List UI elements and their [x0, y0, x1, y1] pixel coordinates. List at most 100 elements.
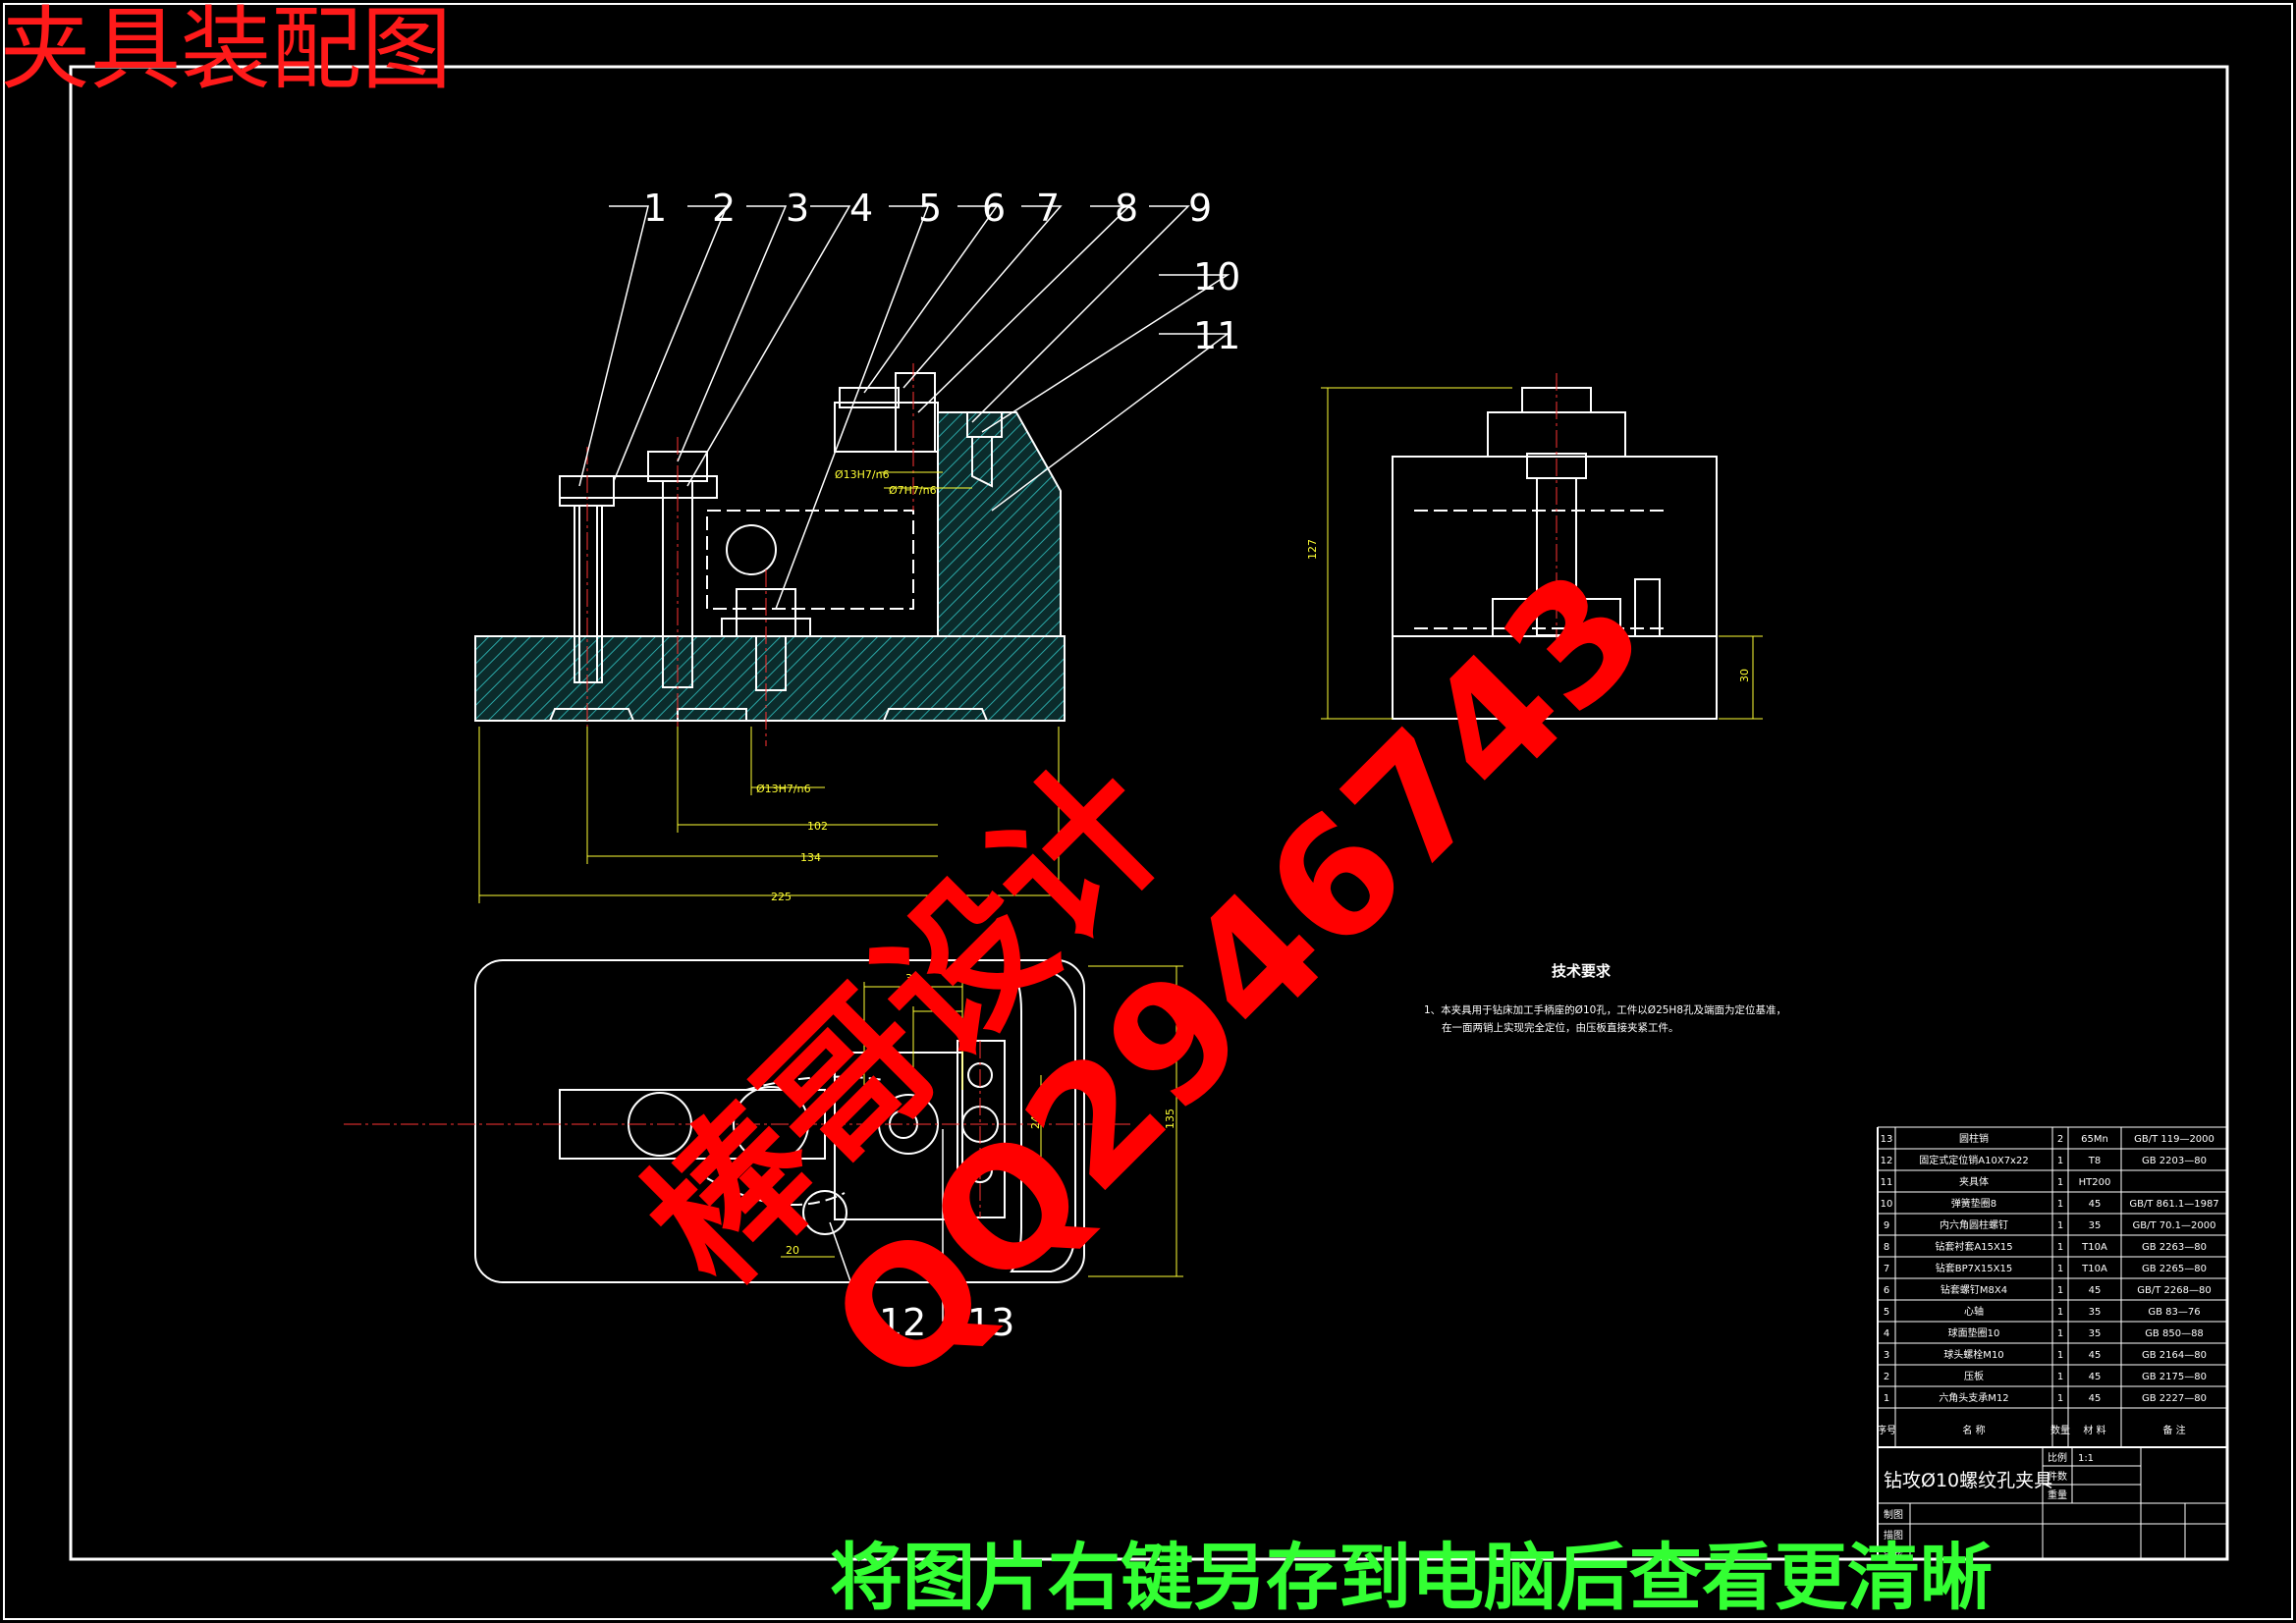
bom-row-material: T10A [2081, 1242, 2107, 1253]
dim-225: 225 [771, 891, 792, 903]
bom-header-name: 名 称 [1962, 1424, 1985, 1436]
dim-102: 102 [807, 820, 828, 833]
bom-row-qty: 1 [2057, 1264, 2063, 1274]
bom-row-note: GB 2263—80 [2142, 1242, 2207, 1253]
bom-header-qty: 数量 [2050, 1424, 2070, 1436]
dim-20: 20 [786, 1244, 799, 1257]
balloon-1: 1 [643, 187, 667, 230]
dim-135: 135 [1164, 1109, 1176, 1129]
bom-row-material: 65Mn [2081, 1134, 2108, 1145]
tech-req-title: 技术要求 [1552, 962, 1612, 980]
dim-fit-2: Ø7H7/n6 [889, 484, 937, 497]
bom-row-material: T8 [2088, 1156, 2101, 1166]
balloon-8: 8 [1115, 187, 1138, 230]
tech-req-line-2: 在一面两销上实现完全定位，由压板直接夹紧工件。 [1442, 1021, 1679, 1034]
bom-row-name: 弹簧垫圈8 [1951, 1197, 1996, 1210]
bom-header-no: 序号 [1877, 1424, 1896, 1436]
dim-134: 134 [800, 851, 821, 864]
dim-35: 35 [905, 972, 919, 985]
balloon-3: 3 [786, 187, 809, 230]
balloon-4: 4 [849, 187, 873, 230]
bom-row-qty: 1 [2057, 1328, 2063, 1339]
bom-row-no: 10 [1881, 1199, 1893, 1210]
front-view-dimension-text: Ø13H7/n6 Ø7H7/n6 Ø13H7/n6 102 134 225 [756, 468, 937, 903]
title-block-drawn-label: 制图 [1884, 1508, 1903, 1521]
bom-row-note: GB 2175—80 [2142, 1372, 2207, 1382]
dim-19: 19 [928, 998, 942, 1010]
bom-row-note: GB/T 70.1—2000 [2133, 1220, 2216, 1231]
bom-row-no: 6 [1884, 1285, 1889, 1296]
fixture-column-section [937, 411, 1062, 637]
dim-fit-1: Ø13H7/n6 [835, 468, 890, 481]
balloon-6: 6 [982, 187, 1006, 230]
part-balloons: 1 2 3 4 5 6 7 8 9 10 11 12 13 [643, 187, 1240, 1344]
title-block-scale-label: 比例 [2048, 1451, 2067, 1464]
bom-row-qty: 1 [2057, 1177, 2063, 1188]
bom-row-no: 9 [1884, 1220, 1889, 1231]
dim-24: 24 [1029, 1115, 1042, 1129]
bom-row-material: 35 [2089, 1328, 2102, 1339]
title-block-weight-label: 重量 [2048, 1488, 2067, 1501]
bom-row-qty: 1 [2057, 1285, 2063, 1296]
bom-row-note: GB 850—88 [2145, 1328, 2204, 1339]
title-block-name: 钻攻Ø10螺纹孔夹具 [1884, 1470, 2052, 1491]
dim-fit-3: Ø13H7/n6 [756, 783, 811, 795]
bom-row-name: 心轴 [1964, 1305, 1984, 1318]
bom-row-qty: 1 [2057, 1307, 2063, 1318]
bom-row-qty: 1 [2057, 1372, 2063, 1382]
bom-row-name: 固定式定位销A10X7x22 [1919, 1154, 2028, 1166]
title-block-scale-value: 1:1 [2078, 1453, 2094, 1464]
bom-row-no: 12 [1881, 1156, 1893, 1166]
bom-row-material: 45 [2089, 1372, 2102, 1382]
title-block-count-label: 件数 [2048, 1470, 2067, 1483]
bom-row-name: 钻套螺钉M8X4 [1941, 1283, 2007, 1296]
bom-row-no: 13 [1881, 1134, 1893, 1145]
bom-row-name: 圆柱销 [1959, 1132, 1989, 1145]
top-view [344, 959, 1134, 1283]
top-view-dimensions [781, 965, 1183, 1277]
drawing-title: 夹具装配图 [0, 0, 452, 102]
clamp-plate [559, 475, 718, 499]
bom-row-no: 7 [1884, 1264, 1889, 1274]
bom-row-note: GB 2203—80 [2142, 1156, 2207, 1166]
bom-header-material: 材 料 [2083, 1424, 2105, 1436]
bom-row-material: HT200 [2079, 1177, 2111, 1188]
bom-header-note: 备 注 [2162, 1424, 2185, 1436]
bom-row-qty: 1 [2057, 1156, 2063, 1166]
bom-row-qty: 1 [2057, 1199, 2063, 1210]
balloon-7: 7 [1036, 187, 1060, 230]
balloon-10: 10 [1193, 255, 1240, 298]
bom-row-material: T10A [2081, 1264, 2107, 1274]
front-view-dimensions [478, 471, 1060, 903]
title-block-design-label: 描图 [1884, 1529, 1903, 1542]
bom-row-name: 六角头支承M12 [1939, 1392, 2008, 1404]
bom-row-material: 45 [2089, 1199, 2102, 1210]
bom-row-material: 45 [2089, 1350, 2102, 1361]
bom-row-no: 3 [1884, 1350, 1889, 1361]
balloon-13: 13 [967, 1301, 1014, 1344]
bom-row-name: 内六角圆柱螺钉 [1940, 1218, 2008, 1231]
bom-row-name: 钻套衬套A15X15 [1935, 1240, 2012, 1253]
bom-row-no: 11 [1881, 1177, 1893, 1188]
title-block-check-label: 审核 [1884, 1549, 1903, 1562]
balloon-2: 2 [712, 187, 736, 230]
bom-row-name: 钻套BP7X15X15 [1936, 1262, 2012, 1274]
side-view-dimensions [1321, 387, 1763, 720]
bom-row-note: GB 2227—80 [2142, 1393, 2207, 1404]
bom-row-no: 5 [1884, 1307, 1889, 1318]
bottom-note: 将图片右键另存到电脑后查看更清晰 [830, 1536, 1993, 1620]
bom-row-no: 2 [1884, 1372, 1889, 1382]
bom-row-note: GB 83—76 [2148, 1307, 2200, 1318]
drawing-inner-frame [69, 65, 2229, 1561]
bom-row-qty: 1 [2057, 1220, 2063, 1231]
balloon-5: 5 [918, 187, 942, 230]
bom-row-note: GB 2265—80 [2142, 1264, 2207, 1274]
bom-row-note: GB/T 119—2000 [2134, 1134, 2214, 1145]
leader-lines [578, 205, 1230, 1322]
bom-row-qty: 1 [2057, 1350, 2063, 1361]
front-view [474, 363, 1066, 746]
bom-row-note: GB/T 861.1—1987 [2129, 1199, 2218, 1210]
balloon-12: 12 [879, 1301, 926, 1344]
